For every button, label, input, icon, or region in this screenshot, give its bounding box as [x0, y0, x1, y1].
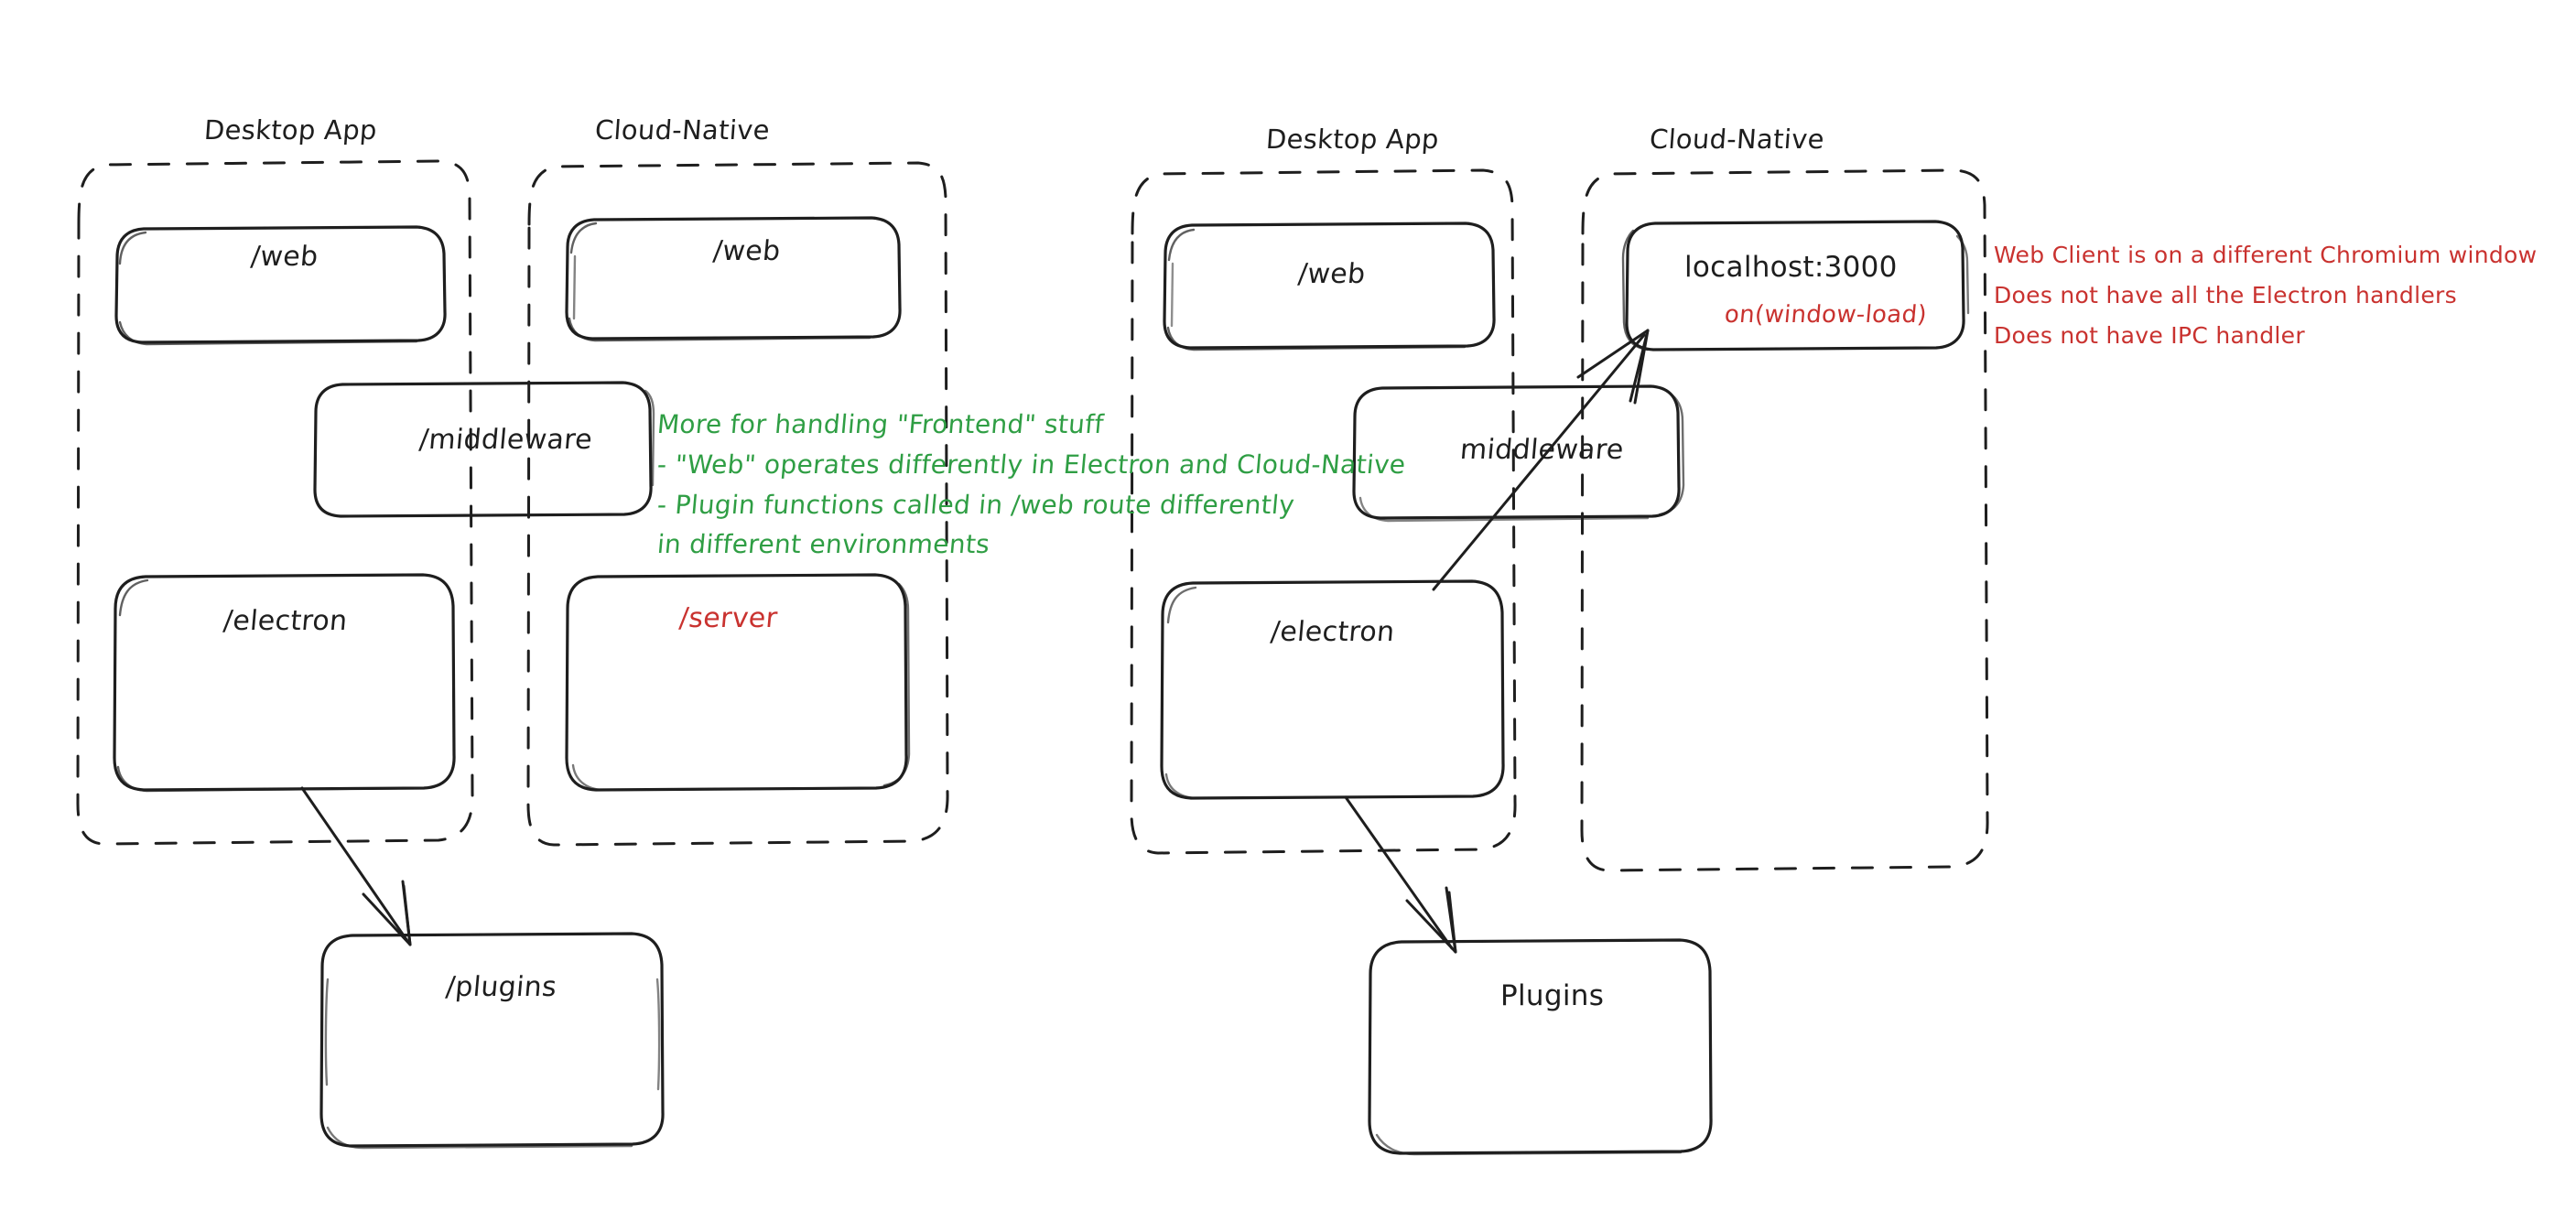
node-sublabel-right-localhost: on(window-load) [1723, 301, 1929, 329]
node-label-left-cloud-web: /web [711, 235, 782, 267]
node-shape-left-middleware [313, 381, 655, 518]
node-shape-left-cloud-web [565, 216, 902, 342]
group-outline-left-desktop [76, 159, 474, 846]
annotation-green-line-1: More for handling "Frontend" stuff [655, 409, 1106, 439]
node-label-left-plugins: /plugins [444, 971, 558, 1003]
node-label-left-middleware: /middleware [417, 424, 594, 456]
group-title-left-cloud: Cloud-Native [593, 114, 772, 146]
group-title-left-desktop: Desktop App [202, 114, 379, 146]
annotation-red-line-2: Does not have all the Electron handlers [1994, 281, 2457, 308]
node-shape-left-electron [113, 573, 456, 793]
annotation-green: More for handling "Frontend" stuff - "We… [655, 408, 1407, 561]
node-label-right-electron: /electron [1269, 616, 1396, 648]
node-label-right-desktop-web: /web [1296, 258, 1367, 290]
annotation-red-line-3: Does not have IPC handler [1994, 321, 2305, 349]
group-title-right-desktop: Desktop App [1264, 124, 1441, 155]
annotation-red: Web Client is on a different Chromium wi… [1994, 240, 2537, 351]
group-outline-left-cloud [526, 161, 949, 847]
node-label-left-electron: /electron [222, 605, 349, 637]
node-shape-right-electron [1160, 579, 1505, 800]
node-shape-left-desktop-web [114, 225, 447, 346]
node-label-right-localhost: localhost:3000 [1684, 251, 1898, 284]
node-label-left-desktop-web: /web [249, 241, 319, 273]
edge-left-electron-to-plugins [300, 786, 412, 946]
edge-right-electron-to-localhost [1432, 329, 1650, 591]
annotation-red-line-1: Web Client is on a different Chromium wi… [1994, 242, 2538, 268]
node-shape-left-server [565, 573, 911, 792]
node-label-right-middleware: middleware [1458, 434, 1626, 466]
node-shape-left-plugins [319, 932, 665, 1150]
annotation-green-line-2: - "Web" operates differently in Electron… [655, 448, 1407, 480]
node-shape-right-desktop-web [1163, 222, 1496, 351]
group-outline-right-desktop [1130, 168, 1517, 855]
node-label-left-server: /server [677, 602, 779, 634]
edge-right-electron-to-plugins [1344, 795, 1457, 954]
node-shape-right-middleware [1352, 384, 1685, 523]
node-shape-right-plugins [1368, 938, 1713, 1156]
annotation-green-line-3: - Plugin functions called in /web route … [655, 489, 1296, 520]
group-outline-right-cloud [1580, 168, 1989, 872]
annotation-green-line-4: in different environments [655, 529, 991, 560]
group-title-right-cloud: Cloud-Native [1648, 124, 1826, 155]
node-label-right-plugins: Plugins [1500, 979, 1605, 1012]
node-shape-right-localhost [1621, 220, 1970, 351]
